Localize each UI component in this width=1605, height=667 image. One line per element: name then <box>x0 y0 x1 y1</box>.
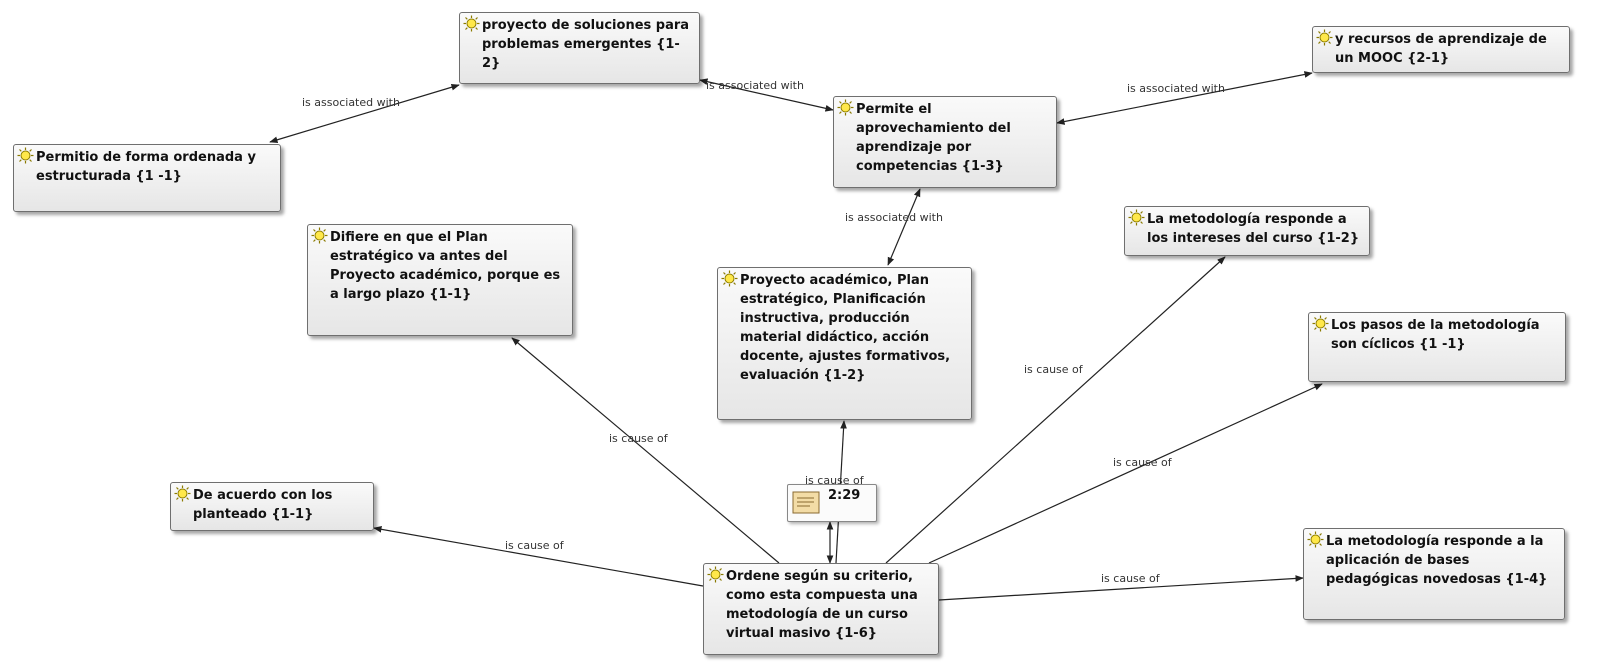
edge-label: is associated with <box>1127 82 1225 95</box>
edge-label: is cause of <box>1024 363 1084 376</box>
memo-node[interactable]: 2:29 <box>787 484 877 522</box>
edge-label: is associated with <box>302 96 400 109</box>
node-n9[interactable]: De acuerdo con los planteado {1-1} <box>170 482 374 531</box>
edge-n4-n7[interactable]: is associated with <box>845 188 943 266</box>
edge-label: is associated with <box>845 211 943 224</box>
node-text: Difiere en que el Plan estratégico va an… <box>330 230 561 302</box>
node-text: Proyecto académico, Plan estratégico, Pl… <box>740 273 951 383</box>
edge-label: is cause of <box>805 474 865 487</box>
quotation-icon <box>1128 209 1145 226</box>
edge-n11-n6[interactable]: is cause of <box>511 337 780 564</box>
node-text: La metodología responde a la aplicación … <box>1326 534 1548 587</box>
edge-n3-n1[interactable]: is associated with <box>269 83 460 144</box>
edge-n11-n9[interactable]: is cause of <box>373 526 704 587</box>
edge-n4-n2[interactable]: is associated with <box>1056 71 1313 125</box>
quotation-icon <box>174 485 191 502</box>
node-n1[interactable]: proyecto de soluciones para problemas em… <box>459 12 700 84</box>
edge-n11-n10[interactable]: is cause of <box>938 572 1304 601</box>
edge-label: is associated with <box>706 79 804 92</box>
node-n2[interactable]: y recursos de aprendizaje de un MOOC {2-… <box>1312 26 1570 73</box>
quotation-icon <box>837 99 854 116</box>
node-n6[interactable]: Difiere en que el Plan estratégico va an… <box>307 224 573 336</box>
memo-icon <box>792 491 820 514</box>
node-n4[interactable]: Permite el aprovechamiento del aprendiza… <box>833 96 1057 188</box>
node-n11[interactable]: Ordene según su criterio, como esta comp… <box>703 563 939 655</box>
quotation-icon <box>1316 29 1333 46</box>
quotation-icon <box>311 227 328 244</box>
quotation-icon <box>707 566 724 583</box>
node-n8[interactable]: Los pasos de la metodología son cíclicos… <box>1308 312 1566 382</box>
node-text: Los pasos de la metodología son cíclicos… <box>1331 318 1540 352</box>
edge-label: is cause of <box>1113 456 1173 469</box>
memo-label: 2:29 <box>828 488 861 503</box>
edge-n1-n4[interactable]: is associated with <box>699 78 834 112</box>
node-text: y recursos de aprendizaje de un MOOC {2-… <box>1335 32 1547 66</box>
node-n10[interactable]: La metodología responde a la aplicación … <box>1303 528 1565 620</box>
edge-n11-n8[interactable]: is cause of <box>928 383 1323 564</box>
node-text: Permite el aprovechamiento del aprendiza… <box>856 102 1011 174</box>
node-n5[interactable]: La metodología responde a los intereses … <box>1124 206 1370 256</box>
quotation-icon <box>17 147 34 164</box>
node-n7[interactable]: Proyecto académico, Plan estratégico, Pl… <box>717 267 972 420</box>
quotation-icon <box>1307 531 1324 548</box>
quotation-icon <box>721 270 738 287</box>
quotation-icon <box>463 15 480 32</box>
edge-label: is cause of <box>609 432 669 445</box>
node-n3[interactable]: Permitio de forma ordenada y estructurad… <box>13 144 281 212</box>
node-text: Ordene según su criterio, como esta comp… <box>726 569 918 641</box>
quotation-icon <box>1312 315 1329 332</box>
node-text: La metodología responde a los intereses … <box>1147 212 1360 246</box>
node-text: De acuerdo con los planteado {1-1} <box>193 488 333 522</box>
node-text: Permitio de forma ordenada y estructurad… <box>36 150 256 184</box>
edge-label: is cause of <box>1101 572 1161 585</box>
edge-n11-n5[interactable]: is cause of <box>885 256 1226 564</box>
edge-label: is cause of <box>505 539 565 552</box>
node-text: proyecto de soluciones para problemas em… <box>482 18 690 71</box>
